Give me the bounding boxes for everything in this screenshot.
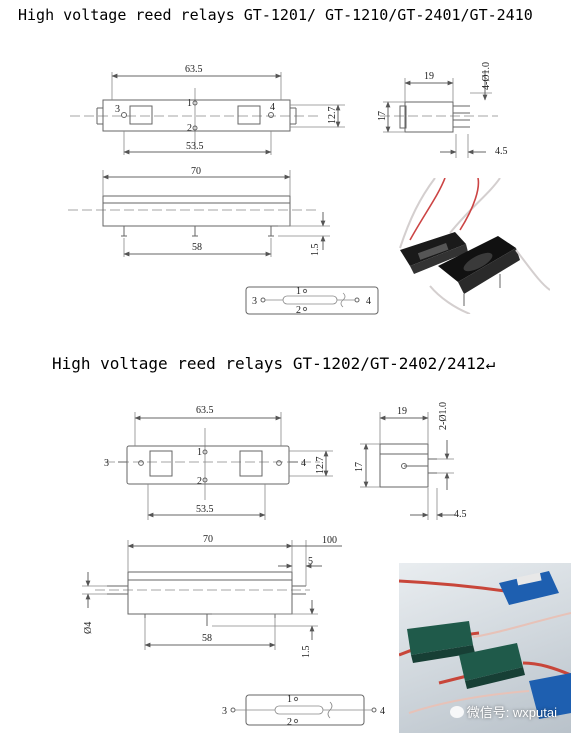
s2-top-pin4: 4 xyxy=(301,458,306,469)
s1-end-pindia: 4-Ø1.0 xyxy=(481,62,492,90)
s1-sch-pin1: 1 xyxy=(296,286,301,297)
s1-top-pin1: 1 xyxy=(187,98,192,109)
s2-side-pinspan: 58 xyxy=(202,633,212,644)
s2-top-pin1: 1 xyxy=(197,447,202,458)
s2-sch-pin3: 3 xyxy=(222,706,227,717)
s1-end-height: 17 xyxy=(377,111,388,121)
watermark-text: 微信号: wxputai xyxy=(466,705,557,720)
s2-sch-pin2: 2 xyxy=(287,717,292,728)
s2-top-pin3: 3 xyxy=(104,458,109,469)
s2-side-length: 70 xyxy=(203,534,213,545)
section1-title: High voltage reed relays GT-1201/ GT-121… xyxy=(18,6,533,24)
s1-top-pin3: 3 xyxy=(115,104,120,115)
s1-side-view: 70 58 1.5 xyxy=(68,166,330,257)
s2-side-view: 70 100 5 Ø4 58 1.5 xyxy=(82,534,342,658)
s1-sch-pin3: 3 xyxy=(252,296,257,307)
s1-top-view: 1 2 3 4 63.5 53.5 12.7 xyxy=(70,64,345,155)
s1-end-view: 19 17 4-Ø1.0 4.5 xyxy=(377,62,508,158)
s2-sch-pin1: 1 xyxy=(287,694,292,705)
s2-schematic: 1 2 3 4 xyxy=(222,694,385,728)
s2-end-width: 19 xyxy=(397,406,407,417)
s2-side-leaddia: Ø4 xyxy=(83,622,94,634)
s2-side-pinlen: 1.5 xyxy=(301,646,312,659)
s2-top-pitch: 53.5 xyxy=(196,504,214,515)
s1-top-pin2: 2 xyxy=(187,123,192,134)
s1-end-width: 19 xyxy=(424,71,434,82)
s1-sch-pin2: 2 xyxy=(296,305,301,316)
relay-photo-black xyxy=(380,178,550,314)
s1-schematic: 1 2 3 4 xyxy=(245,286,379,316)
s2-top-height: 12.7 xyxy=(315,457,326,475)
s1-side-pinlen: 1.5 xyxy=(310,244,321,257)
s1-side-pinspan: 58 xyxy=(192,242,202,253)
s1-top-height: 12.7 xyxy=(327,107,338,125)
s2-side-leadgap: 5 xyxy=(308,556,313,567)
relay-photo-green-blue: 微信号: wxputai xyxy=(399,563,571,733)
s2-end-view: 19 17 2-Ø1.0 4.5 xyxy=(354,402,467,520)
s1-end-offset: 4.5 xyxy=(495,146,508,157)
s2-end-height: 17 xyxy=(354,462,365,472)
s1-top-length: 63.5 xyxy=(185,64,203,75)
wechat-icon xyxy=(449,706,464,718)
watermark: 微信号: wxputai xyxy=(449,702,557,721)
s1-side-length: 70 xyxy=(191,166,201,177)
s1-top-pin4: 4 xyxy=(270,102,275,113)
s1-sch-pin4: 4 xyxy=(366,296,371,307)
s2-top-view: 1 2 3 4 63.5 53.5 12.7 xyxy=(104,405,333,520)
s2-sch-pin4: 4 xyxy=(380,706,385,717)
s2-top-pin2: 2 xyxy=(197,476,202,487)
s2-top-length: 63.5 xyxy=(196,405,214,416)
s1-top-pitch: 53.5 xyxy=(186,141,204,152)
s2-side-lead: 100 xyxy=(322,535,337,546)
s2-end-offset: 4.5 xyxy=(454,509,467,520)
section2-title: High voltage reed relays GT-1202/GT-2402… xyxy=(52,354,496,373)
s2-end-pindia: 2-Ø1.0 xyxy=(438,402,449,430)
